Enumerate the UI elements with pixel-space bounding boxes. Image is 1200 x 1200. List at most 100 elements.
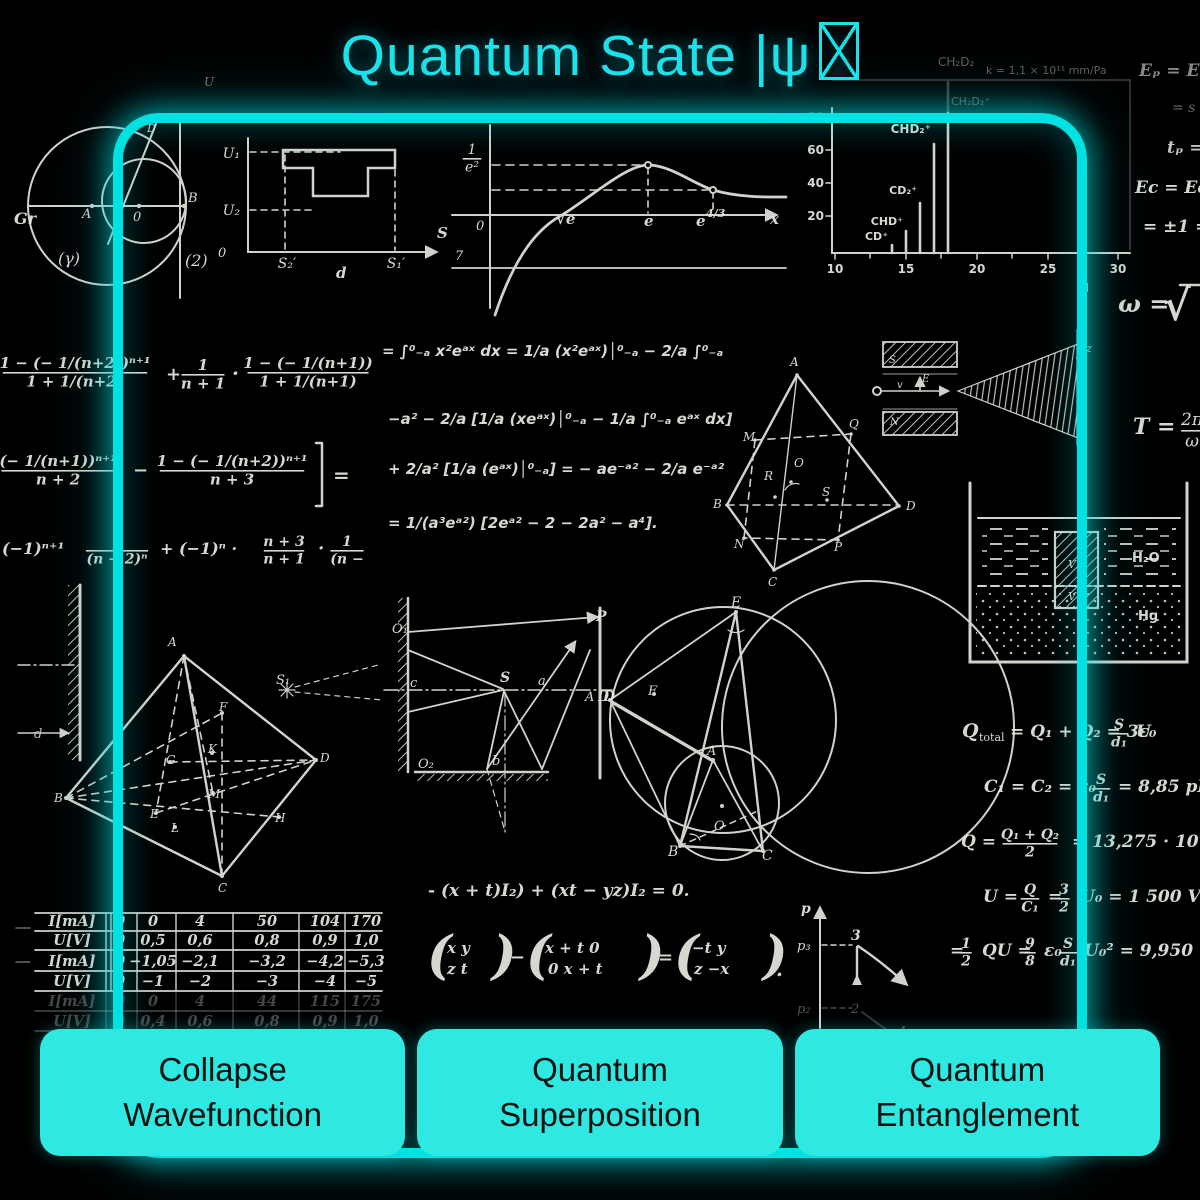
table-cell: 0,6 [187, 932, 212, 949]
chalk-text: 15 [898, 262, 915, 276]
chalk-text: −t y [692, 939, 727, 957]
chalk-text: D [602, 689, 616, 705]
chalk-text: ( [526, 925, 553, 986]
chalk-fraction-bar [181, 374, 225, 376]
chalk-fraction-num: 1 − (− 1/(n+2))ⁿ⁺¹ [157, 452, 308, 470]
button-label-line: Entanglement [875, 1095, 1080, 1133]
chalk-text: ) [638, 925, 665, 986]
table-cell: 1,0 [353, 1013, 378, 1030]
button-label-line: Wavefunction [123, 1095, 323, 1133]
chalk-text: x [769, 210, 780, 228]
chalk-fraction-bar [263, 550, 305, 552]
chalk-text: S₁′ [387, 256, 406, 272]
table-cell: 0,5 [140, 932, 165, 949]
chalk-text: O [714, 819, 725, 834]
table-cell: U[V] [53, 932, 91, 949]
chalk-text: (−1)ⁿ⁺¹ [2, 539, 64, 558]
table-cell: 170 [351, 913, 381, 930]
chalk-text: ε₀ [1044, 941, 1062, 961]
chalk-text: p₂ [797, 1002, 811, 1017]
chalk-text: - (x + t)I₂) + (xt − yz)I₂ = 0. [428, 881, 690, 901]
chalk-text: F [218, 700, 228, 714]
chalk-fraction-num: 9 [1025, 936, 1035, 952]
optics-diagram [278, 596, 613, 833]
chalk-text: CHD₂⁺ [891, 122, 931, 136]
chalk-text: O₁ [392, 622, 408, 637]
chalk-fraction-bar [1109, 733, 1129, 735]
button-collapse-wavefunction[interactable]: Collapse Wavefunction [40, 1029, 406, 1156]
deflection-diagram [872, 328, 1087, 447]
chalk-text: Q [849, 417, 859, 431]
chalk-text: E [730, 595, 741, 611]
chalk-text: P [833, 540, 843, 554]
button-label-line: Superposition [499, 1095, 701, 1133]
table-cell: −4 [314, 973, 336, 990]
table-cell: −1,05 [129, 953, 176, 970]
chalk-text: = 1/(a³eᵃ²) [2eᵃ² − 2 − 2a² − a⁴]. [388, 514, 658, 532]
chalk-text: CHD⁺ [871, 215, 903, 228]
table-cell: 0 [148, 993, 158, 1010]
chalk-text: N [889, 417, 900, 428]
chalk-fraction-bar [960, 952, 972, 954]
chalk-text: CD₂⁺ [889, 184, 917, 197]
table-cell: −3 [256, 973, 278, 990]
chalk-text: U₀ = 1 500 V [1080, 887, 1200, 907]
chalk-text: 0 x + t [548, 960, 603, 978]
chalk-fraction-den: 1 + 1/(n+1) [259, 373, 356, 391]
chalk-text: 60 [807, 143, 824, 157]
chalk-text: − [133, 460, 148, 481]
page-title: Quantum State |ψ⟩ [0, 22, 1200, 89]
chalk-text: = 13,275 · 10⁻⁹ [1072, 832, 1200, 852]
chalk-text: CH₂D₂⁺ [951, 95, 990, 108]
misc-marks [314, 283, 1200, 508]
table-cell: U[V] [53, 1013, 91, 1030]
chalk-text: A [789, 355, 799, 369]
chalk-text: Q [962, 720, 979, 742]
chalk-text: + (−1)ⁿ · [160, 539, 237, 558]
chalk-text: p₃ [797, 939, 811, 954]
chalk-fraction-bar [330, 550, 364, 552]
chalk-fraction-bar [1181, 430, 1200, 432]
chalk-fraction-den: d₁ [1060, 954, 1076, 970]
button-label-line: Quantum [909, 1050, 1046, 1088]
chalk-fraction-den: n + 3 [210, 471, 254, 489]
table-cell: −5 [355, 973, 377, 990]
chalk-text: O₂ [418, 757, 434, 772]
chalk-text: M [207, 787, 221, 801]
chalk-fraction-bar [1058, 952, 1078, 954]
chalk-fraction-num: 1 [468, 142, 477, 158]
table-cell: I[mA] [47, 993, 95, 1010]
chalk-text: ) [761, 925, 788, 986]
chalk-text: A [706, 744, 716, 759]
chalk-text: G [166, 753, 176, 767]
chalk-text: d [336, 264, 347, 282]
table-cell: −3,2 [248, 953, 285, 970]
table-cell: U[V] [53, 973, 91, 990]
action-buttons: Collapse Wavefunction Quantum Superposit… [40, 1029, 1160, 1156]
table-cell: −4,2 [306, 953, 343, 970]
table-cell: −2,1 [181, 953, 218, 970]
chalk-text: − [510, 947, 525, 968]
chalk-text: d [34, 727, 42, 742]
table-cell: 0,6 [187, 1013, 212, 1030]
chalk-text: CH₂D₂ [938, 55, 974, 69]
chalk-fraction-bar [1091, 788, 1111, 790]
chalk-text: v [897, 380, 903, 391]
button-quantum-superposition[interactable]: Quantum Superposition [417, 1029, 783, 1156]
tetrahedron-left [64, 654, 318, 878]
chalk-text: Hg [1138, 609, 1158, 624]
chalk-text: 20 [969, 262, 986, 276]
table-cell: 0 [148, 913, 158, 930]
chalk-fraction-bar [247, 372, 369, 374]
chalk-fraction-den: d₁ [1111, 735, 1127, 751]
chalk-text: R [763, 469, 773, 483]
chalk-text: x + t 0 [544, 939, 600, 957]
table-cell: I[mA] [47, 953, 95, 970]
button-quantum-entanglement[interactable]: Quantum Entanglement [794, 1029, 1160, 1156]
chalk-text: A [584, 690, 594, 705]
chalk-text: + 2/a² [1/a (eᵃˣ)│⁰₋ₐ] = − ae⁻ᵃ² − 2/a e… [388, 459, 725, 478]
chalk-fraction-num: Q [1024, 882, 1036, 898]
chalk-text: Q = [961, 832, 996, 852]
chalk-fraction-num: 2π [1180, 410, 1200, 430]
